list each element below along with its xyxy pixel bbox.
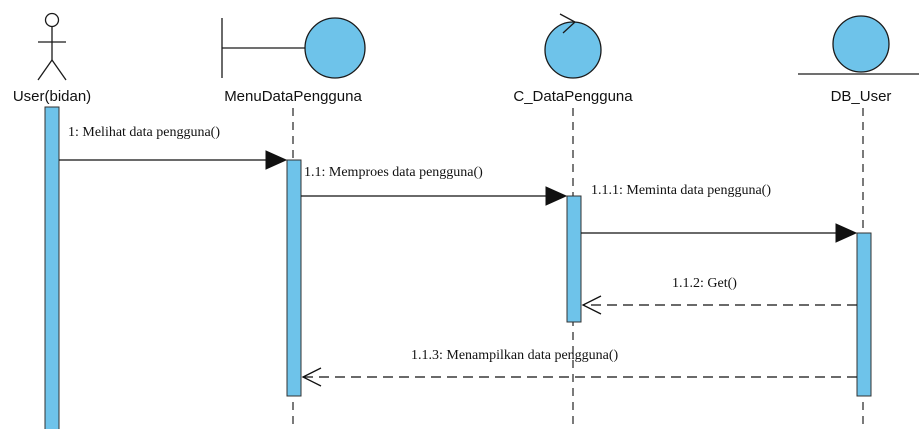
arrowhead-open xyxy=(301,367,322,387)
activation-menu xyxy=(286,159,302,397)
message-1[interactable]: 1: Melihat data pengguna() xyxy=(59,125,288,170)
arrowhead-solid xyxy=(545,186,568,206)
message-1-1-3[interactable]: 1.1.3: Menampilkan data pengguna() xyxy=(301,348,857,387)
arrowhead-solid xyxy=(265,150,288,170)
participant-menu[interactable]: MenuDataPengguna xyxy=(221,17,366,105)
activation-db xyxy=(856,232,872,397)
message-1-1-2[interactable]: 1.1.2: Get() xyxy=(581,276,857,315)
participant-controller[interactable]: C_DataPengguna xyxy=(513,13,633,105)
participant-menu-label: MenuDataPengguna xyxy=(224,88,362,105)
message-1-1-1[interactable]: 1.1.1: Meminta data pengguna() xyxy=(581,183,858,243)
participant-user[interactable]: User(bidan) xyxy=(13,12,91,106)
participant-db-label: DB_User xyxy=(831,88,892,105)
arrowhead-open xyxy=(581,295,602,315)
message-label: 1: Melihat data pengguna() xyxy=(68,125,220,140)
participant-user-label: User(bidan) xyxy=(13,88,91,105)
participant-controller-label: C_DataPengguna xyxy=(513,88,633,105)
activation-user xyxy=(44,106,60,429)
activation-controller xyxy=(566,195,582,323)
boundary-icon xyxy=(221,17,366,79)
arrowhead-solid xyxy=(835,223,858,243)
entity-icon xyxy=(798,15,919,75)
control-icon xyxy=(544,13,602,79)
message-label: 1.1: Memproes data pengguna() xyxy=(304,165,483,180)
actor-icon xyxy=(37,12,67,81)
message-label: 1.1.3: Menampilkan data pengguna() xyxy=(411,348,619,363)
participant-db[interactable]: DB_User xyxy=(798,15,919,105)
message-label: 1.1.1: Meminta data pengguna() xyxy=(591,183,771,198)
message-1-1[interactable]: 1.1: Memproes data pengguna() xyxy=(301,165,568,206)
message-label: 1.1.2: Get() xyxy=(672,276,737,291)
